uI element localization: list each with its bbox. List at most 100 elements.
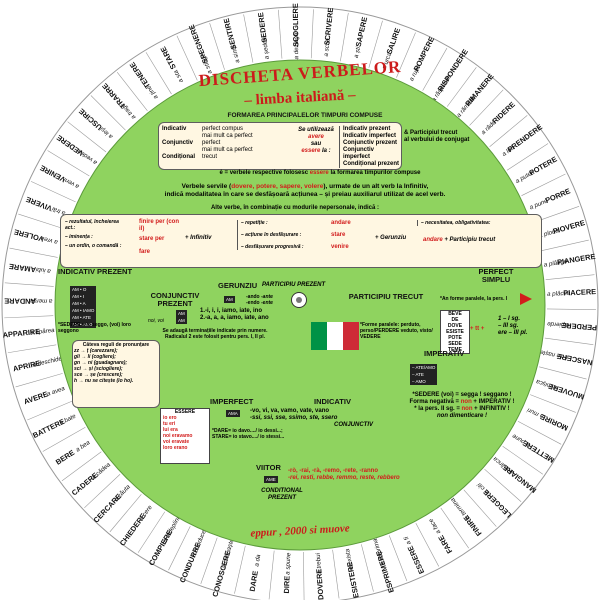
rim-divider xyxy=(30,181,76,203)
rim-verb-dare[interactable]: DARE a da xyxy=(248,553,263,592)
rim-divider xyxy=(9,247,58,258)
rim-verb-label: SEDERE xyxy=(256,12,269,43)
rim-divider xyxy=(388,535,408,582)
rim-verb-translation: a simți xyxy=(230,44,241,64)
part-trecut-forms: *Forme paralele: perduto, perso/PERDERE … xyxy=(360,322,433,340)
rim-verb-translation: a trăi xyxy=(50,205,66,217)
rim-divider xyxy=(546,308,596,310)
perfect-rows: 1 – I sg. – III sg. ere – III pl. xyxy=(498,316,528,336)
conjunctiv-side: noi, voi xyxy=(148,318,164,324)
other-box: – rezultatul, încheierea act.: – iminenț… xyxy=(60,214,542,268)
imperfect-forms: -vo, vi, va, vamo, vate, vano -ssi, ssi,… xyxy=(250,408,338,421)
rim-verb-translation: a plânge xyxy=(543,258,568,269)
rim-dividers xyxy=(4,9,596,600)
viitor-heading: VIITOR xyxy=(256,463,281,472)
italian-flag xyxy=(311,322,359,350)
other-heading: Alte verbe, în combinație cu modurile ne… xyxy=(210,205,380,211)
rim-divider xyxy=(310,9,314,59)
rim-verb-translation: a vrea xyxy=(40,234,59,245)
rim-verb-translation: a apărea xyxy=(30,327,56,337)
imperfect-mini: AMA xyxy=(226,410,240,417)
rim-divider xyxy=(521,173,566,196)
rim-verb-translation: a merge xyxy=(29,297,52,304)
imperfect-indicativ: INDICATIV xyxy=(314,397,351,406)
rim-divider xyxy=(396,32,416,78)
gerunziu-forms: -ando -ante -endo -ente xyxy=(246,294,273,306)
rim-divider xyxy=(47,150,90,177)
rim-verb-translation: a plăcea xyxy=(547,290,571,298)
rim-divider xyxy=(243,14,254,63)
viitor-cond: CONDITIONAL PREZENT xyxy=(261,488,303,501)
rim-verb-label: DOVERE xyxy=(314,568,325,600)
rim-divider xyxy=(209,23,225,70)
rim-verb-label: PIACERE xyxy=(563,287,596,297)
rim-divider xyxy=(506,143,549,171)
rim-divider xyxy=(530,394,576,413)
center-pivot[interactable] xyxy=(291,292,307,308)
rim-verb-label: ANDARE xyxy=(4,296,36,305)
conjunctiv-note: Se adaugă terminațiile indicate prin num… xyxy=(162,328,268,340)
essere-box: ESSERE io ero tu eri lui era noi eravamo… xyxy=(160,408,210,464)
rim-verb-label: APPARIRE xyxy=(2,327,40,340)
rim-verb-translation: a da xyxy=(253,553,262,567)
rim-divider xyxy=(145,52,172,95)
part-trecut-heading: PARTICIPIU TRECUT xyxy=(348,292,424,301)
rim-divider xyxy=(484,468,522,502)
imperfect-conjunctiv: CONJUNCTIV xyxy=(334,422,374,428)
rim-divider xyxy=(340,12,349,62)
perfect-heading: PERFECT SIMPLU xyxy=(478,267,514,284)
imperfect-heading: IMPERFECT xyxy=(210,397,254,406)
conjunctiv-forms: 1.-i, i, i, iamo, iate, ino 2.-a, a, a, … xyxy=(200,308,269,321)
rim-divider xyxy=(545,274,595,280)
perfect-note: *An forme paralele, la pers. I xyxy=(440,296,508,302)
rim-divider xyxy=(84,474,121,509)
viitor-mini: AME xyxy=(264,476,278,483)
perfect-verbs: BEVE DE DOVE ESISTE POTE SEDE TEME xyxy=(440,310,470,354)
rim-divider xyxy=(7,344,57,354)
rim-verb-translation: a trebui xyxy=(315,552,324,574)
imperfect-dare: *DARE= io davo..../ io dessi...; STARE= … xyxy=(212,428,285,440)
rim-divider xyxy=(67,121,107,153)
conjunctiv-mini: AM AM xyxy=(176,310,187,324)
rim-pointer-right xyxy=(520,293,532,305)
imperativ-heading: IMPERATIV xyxy=(424,349,465,358)
rim-divider xyxy=(540,239,589,252)
rim-divider xyxy=(42,426,86,452)
viitor-forms: -rò, -rai, -rà, -remo, -rete, -ranno -re… xyxy=(288,468,400,481)
rim-verb-label: DIRE xyxy=(282,576,292,594)
rim-verb-label: DARE xyxy=(248,570,260,592)
rim-divider xyxy=(27,400,73,421)
rim-verb-label: SCOGLIERE xyxy=(291,3,301,47)
rim-divider xyxy=(415,523,440,567)
rim-divider xyxy=(463,489,497,527)
essere-note: ė = verbele respective folosesc essere l… xyxy=(219,170,421,176)
part-prez-heading: PARTICIPIU PREZENT xyxy=(262,282,326,288)
rim-divider xyxy=(109,494,142,533)
rim-verb-translation: a ședea xyxy=(261,36,271,59)
servile-text: Verbele servile (dovere, potere, sapere,… xyxy=(164,183,446,198)
rim-divider xyxy=(90,95,126,131)
rim-divider xyxy=(440,507,469,549)
rim-verb-label: AMARE xyxy=(8,262,36,275)
rules-box: Câteva reguli de pronunțare zz → ț (care… xyxy=(72,340,160,408)
rim-divider xyxy=(234,545,246,594)
rim-divider xyxy=(489,115,528,147)
imperativ-text: *SEDERE (voi) = segga ! seggano ! Forma … xyxy=(409,392,515,419)
rim-verb-translation: a scrie xyxy=(323,37,332,56)
rim-divider xyxy=(116,72,148,111)
rim-divider xyxy=(268,550,275,600)
rim-divider xyxy=(469,89,504,126)
rim-divider xyxy=(278,9,283,59)
rim-divider xyxy=(15,373,63,388)
